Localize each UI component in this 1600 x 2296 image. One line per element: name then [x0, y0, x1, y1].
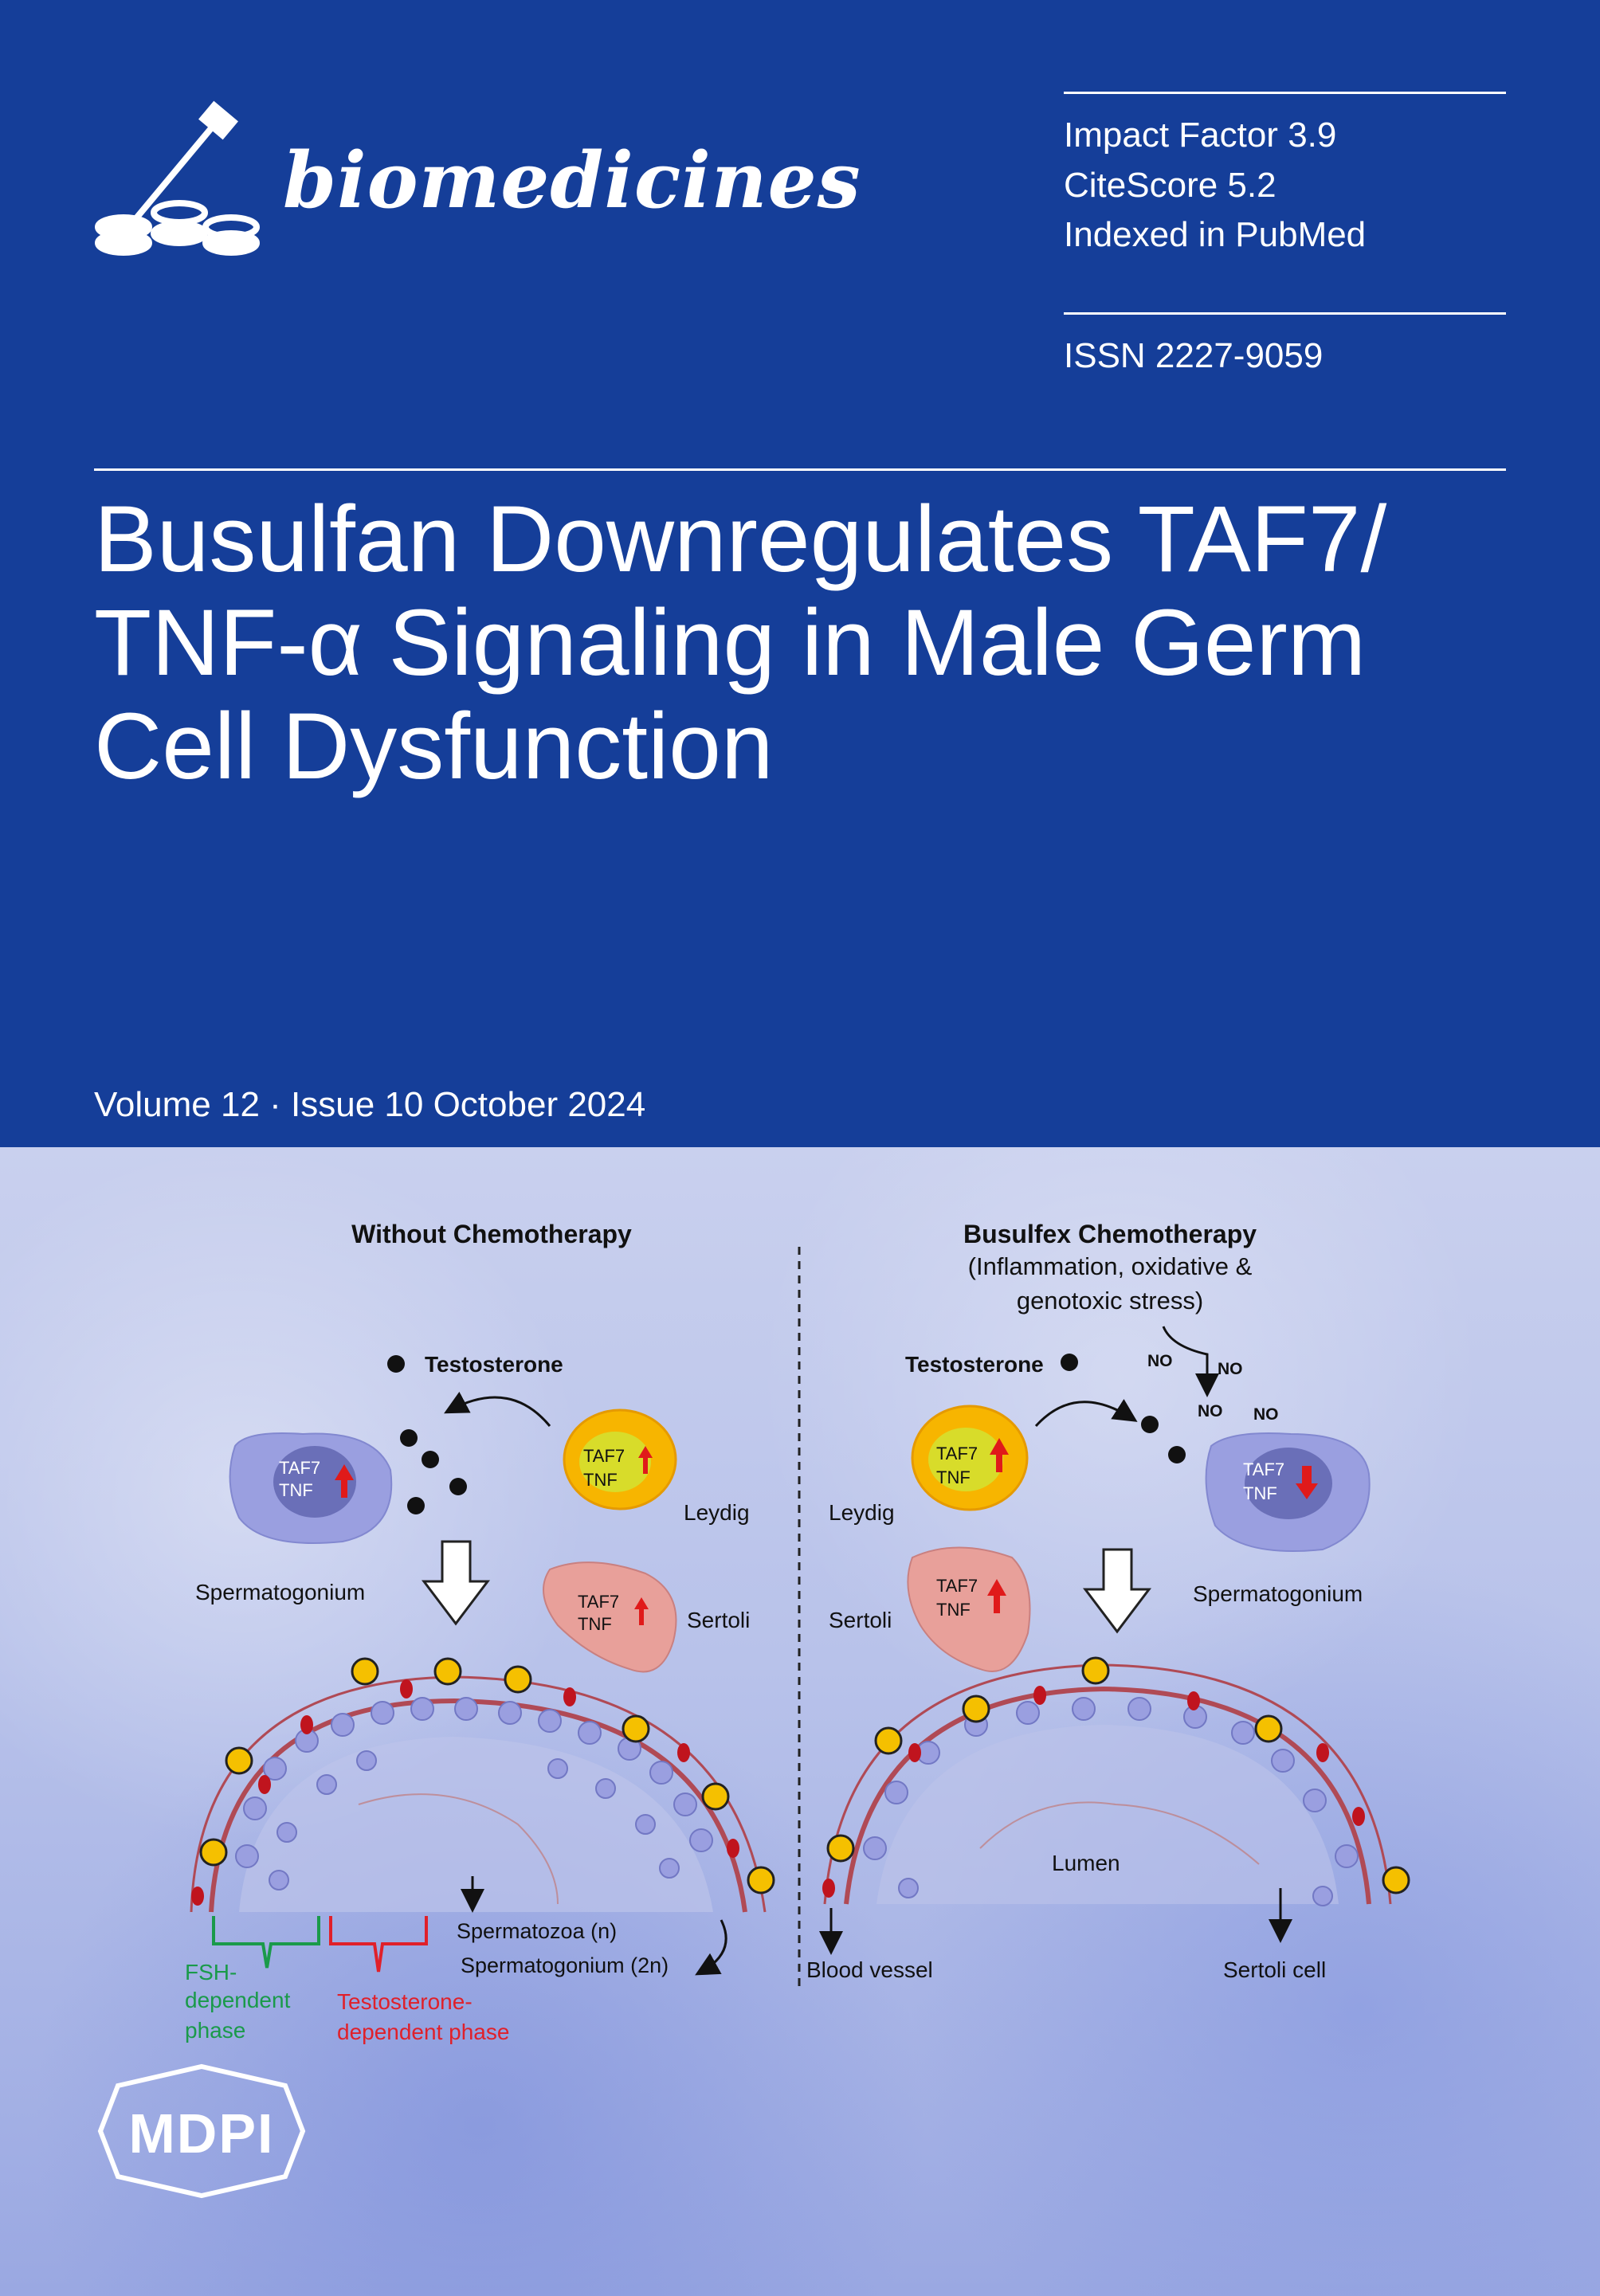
- svg-text:TNF: TNF: [1243, 1483, 1277, 1503]
- fsh-brace: [212, 1916, 320, 1969]
- publisher-name: MDPI: [128, 2102, 275, 2165]
- svg-text:TNF: TNF: [936, 1467, 971, 1487]
- volume-issue: Volume 12 · Issue 10 October 2024: [94, 1085, 646, 1124]
- right-leydig-label: Leydig: [829, 1500, 895, 1525]
- lumen-label: Lumen: [1052, 1851, 1120, 1875]
- left-sertoli-cell: [543, 1561, 677, 1673]
- graphical-abstract: Without Chemotherapy Testosterone TAF7 T…: [185, 1220, 1410, 2044]
- title-line-2: TNF-α Signaling in Male Germ: [94, 590, 1367, 695]
- spermatogonium-2n-label: Spermatogonium (2n): [461, 1953, 669, 1977]
- svg-text:NO: NO: [1198, 1402, 1223, 1420]
- title-rule: [94, 468, 1506, 471]
- fsh-label-2: dependent: [185, 1988, 291, 2012]
- metrics-mid-rule: [1064, 312, 1506, 315]
- mdpi-hexagon-icon: [97, 2063, 306, 2199]
- right-spermatogonium-label: Spermatogonium: [1193, 1581, 1363, 1606]
- left-leydig-small-1: [225, 1746, 253, 1775]
- right-sertoli-label: Sertoli: [829, 1608, 892, 1632]
- svg-text:TAF7: TAF7: [936, 1576, 978, 1596]
- cover-header: [0, 0, 1600, 1147]
- right-subheading-1: (Inflammation, oxidative &: [968, 1252, 1253, 1280]
- metrics-top-rule: [1064, 92, 1506, 94]
- svg-text:TNF: TNF: [583, 1470, 618, 1490]
- left-leydig-label: Leydig: [684, 1500, 750, 1525]
- svg-text:TAF7: TAF7: [1243, 1459, 1284, 1479]
- right-testosterone-label: Testosterone: [905, 1352, 1044, 1377]
- left-testosterone-label: Testosterone: [425, 1352, 563, 1377]
- article-title: Busulfan Downregulates TAF7/ TNF-α Signa…: [94, 488, 1544, 798]
- right-down-arrow: [1082, 1548, 1152, 1634]
- svg-text:TAF7: TAF7: [936, 1444, 978, 1463]
- mdpi-logo[interactable]: MDPI: [94, 2063, 309, 2199]
- left-spermatogonium-label: Spermatogonium: [195, 1580, 365, 1604]
- sertoli-cell-label: Sertoli cell: [1223, 1957, 1326, 1982]
- svg-text:TAF7: TAF7: [583, 1446, 625, 1466]
- right-heading: Busulfex Chemotherapy: [963, 1220, 1257, 1248]
- fsh-label-3: phase: [185, 2018, 245, 2043]
- left-down-arrow: [421, 1540, 491, 1626]
- spermatozoa-label: Spermatozoa (n): [457, 1919, 617, 1943]
- left-sertoli-label: Sertoli: [687, 1608, 750, 1632]
- svg-text:NO: NO: [1253, 1405, 1279, 1424]
- testosterone-brace: [329, 1916, 428, 1973]
- issn: ISSN 2227-9059: [1064, 336, 1324, 375]
- title-line-1: Busulfan Downregulates TAF7/: [94, 487, 1387, 592]
- left-tubule-cells: [235, 1697, 713, 1890]
- svg-text:NO: NO: [1218, 1360, 1243, 1378]
- svg-text:TNF: TNF: [279, 1480, 313, 1500]
- svg-text:TNF: TNF: [578, 1614, 612, 1634]
- citescore: CiteScore 5.2: [1064, 166, 1276, 205]
- fsh-label-1: FSH-: [185, 1960, 237, 1985]
- impact-factor: Impact Factor 3.9: [1064, 116, 1337, 155]
- right-subheading-2: genotoxic stress): [1017, 1287, 1203, 1315]
- right-sertoli-cell: [907, 1546, 1031, 1672]
- svg-text:TAF7: TAF7: [279, 1458, 320, 1478]
- testo-phase-label-2: dependent phase: [337, 2020, 509, 2044]
- indexed-in: Indexed in PubMed: [1064, 215, 1367, 254]
- svg-text:TAF7: TAF7: [578, 1592, 619, 1612]
- left-heading: Without Chemotherapy: [351, 1220, 632, 1248]
- pipette-dish-icon: [95, 100, 260, 256]
- svg-text:TNF: TNF: [936, 1600, 971, 1620]
- blood-vessel-label: Blood vessel: [806, 1957, 933, 1982]
- journal-name: biomedicines: [283, 135, 861, 225]
- title-line-3: Cell Dysfunction: [94, 694, 774, 799]
- testo-phase-label-1: Testosterone-: [337, 1989, 473, 2014]
- svg-text:NO: NO: [1147, 1352, 1173, 1370]
